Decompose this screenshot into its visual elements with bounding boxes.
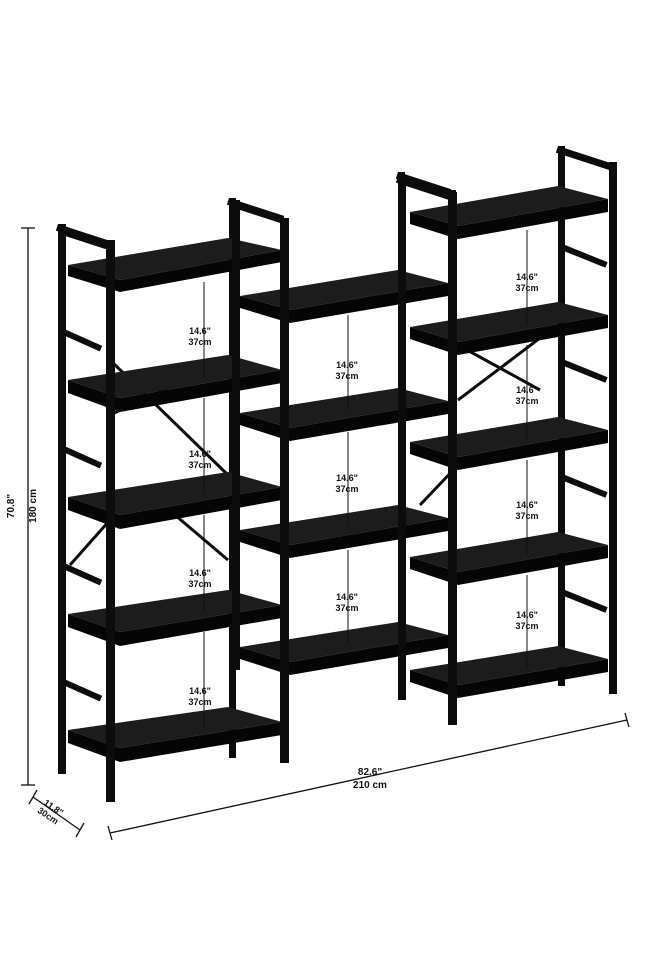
right-spacing-2-metric: 37cm — [515, 396, 538, 406]
left-spacing-2-metric: 37cm — [188, 460, 211, 470]
right-spacing-3-metric: 37cm — [515, 511, 538, 521]
right-spacing-4-imperial: 14.6" — [516, 610, 538, 620]
height-imperial: 70.8" — [6, 494, 17, 518]
left-spacing-1-metric: 37cm — [188, 337, 211, 347]
left-spacing-markers: 14.6" 37cm 14.6" 37cm 14.6" 37cm 14.6" 3… — [188, 282, 212, 728]
left-shelves — [68, 238, 282, 762]
right-side-rungs — [562, 244, 608, 613]
middle-spacing-1-imperial: 14.6" — [336, 360, 358, 370]
middle-spacing-1-metric: 37cm — [335, 371, 358, 381]
left-spacing-3-metric: 37cm — [188, 579, 211, 589]
width-imperial: 82.6" — [358, 767, 382, 778]
left-spacing-2-imperial: 14.6" — [189, 449, 211, 459]
left-spacing-1-imperial: 14.6" — [189, 326, 211, 336]
right-spacing-1-imperial: 14.6" — [516, 272, 538, 282]
middle-shelves — [240, 270, 448, 675]
right-shelf-unit — [395, 146, 617, 725]
height-dimension: 70.8" 180 cm — [6, 227, 39, 786]
middle-spacing-3-imperial: 14.6" — [336, 592, 358, 602]
right-spacing-4-metric: 37cm — [515, 621, 538, 631]
middle-spacing-3-metric: 37cm — [335, 603, 358, 613]
right-spacing-markers: 14.6" 37cm 14.6" 37cm 14.6" 37cm 14.6" 3… — [515, 230, 539, 668]
depth-dimension: 11.8" 30cm — [28, 789, 85, 838]
left-spacing-3-imperial: 14.6" — [189, 568, 211, 578]
middle-spacing-2-metric: 37cm — [335, 484, 358, 494]
right-shelves — [410, 186, 608, 698]
height-metric: 180 cm — [28, 489, 39, 523]
width-dimension: 82.6" 210 cm — [107, 712, 630, 841]
right-spacing-1-metric: 37cm — [515, 283, 538, 293]
right-spacing-3-imperial: 14.6" — [516, 500, 538, 510]
width-metric: 210 cm — [353, 780, 387, 791]
right-spacing-2-imperial: 14.6" — [516, 385, 538, 395]
left-spacing-4-metric: 37cm — [188, 697, 211, 707]
left-spacing-4-imperial: 14.6" — [189, 686, 211, 696]
middle-spacing-2-imperial: 14.6" — [336, 473, 358, 483]
left-shelf-unit — [55, 198, 289, 802]
middle-spacing-markers: 14.6" 37cm 14.6" 37cm 14.6" 37cm — [335, 315, 359, 644]
